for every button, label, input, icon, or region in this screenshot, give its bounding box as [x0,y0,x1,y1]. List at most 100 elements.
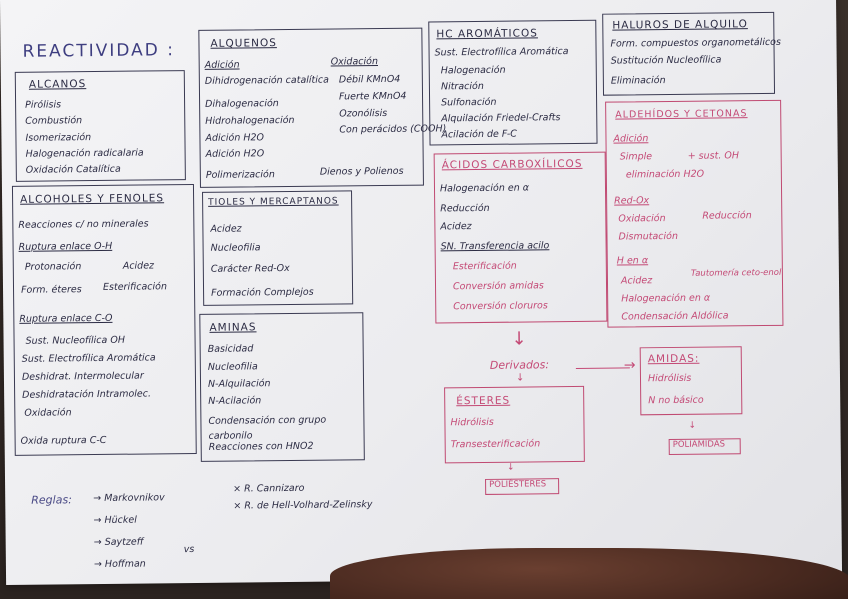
page-title: REACTIVIDAD : [22,40,176,62]
list-item: Oxidación [24,407,72,419]
list-item: Oxidación Catalítica [25,163,121,176]
list-item: Sulfonación [441,96,497,109]
list-item: Hidrohalogenación [205,114,295,127]
list-item: Sust. Nucleofílica OH [25,334,126,347]
derivados-label: Derivados: [489,358,550,372]
acidos-heading: ÁCIDOS CARBOXÍLICOS [441,157,583,172]
fabric-background [330,548,848,599]
list-item: Acidez [620,275,653,287]
poliamidas-label: POLIAMIDAS [672,439,726,450]
list-item: Dihalogenación [205,98,279,110]
list-item: → Hückel [93,514,137,527]
list-item: Conversión amidas [452,280,544,293]
list-item: Acidez [122,260,155,272]
list-item: Reducción [702,210,752,222]
arrow-line [575,367,630,370]
rule-name: Hoffman [104,558,146,570]
list-item: Isomerización [25,132,92,144]
reglas-label: Reglas: [31,493,72,507]
list-item: Ruptura enlace O-H [18,240,113,253]
aminas-heading: AMINAS [209,321,257,334]
list-item: Oxida ruptura C-C [20,434,107,447]
list-item: → Markovnikov [93,492,165,505]
list-item: + sust. OH [687,150,740,162]
list-item: Polimerización [205,169,275,181]
list-item: Deshidrat. Intermolecular [21,370,144,383]
rule-name: Saytzeff [104,536,144,548]
list-item: Ozonólisis [339,107,388,120]
rule-name: Markovnikov [104,492,165,504]
list-item: Form. éteres [20,284,82,296]
list-item: Dienos y Polienos [319,165,404,178]
vs-label: vs [183,543,195,556]
list-item: Protonación [24,261,82,273]
aromaticos-heading: HC AROMÁTICOS [436,27,538,41]
tioles-heading: TIOLES Y MERCAPTANOS [208,196,339,208]
reaction-name: R. de Hell-Volhard-Zelinsky [244,499,373,512]
arrow-down-small-icon: ↓ [515,372,525,384]
list-item: N no básico [648,394,704,407]
list-item: Dihidrogenación catalítica [204,74,329,87]
list-item: Tautomería ceto-enol [690,267,782,279]
list-item: Eliminación [610,75,666,87]
list-item: Red-Ox [614,195,650,207]
list-item: Combustión [25,115,83,127]
list-item: Hidrólisis [450,416,494,429]
list-item: Halogenación en α [621,292,711,305]
list-item: SN. Transferencia acilo [440,240,550,253]
list-item: × R. Cannizaro [233,482,305,495]
poliesteres-label: POLIÉSTERES [489,479,547,490]
list-item: Condensación con grupo carbonilo [208,414,327,442]
list-item: Nitración [440,80,484,93]
list-item: Reacciones c/ no minerales [18,218,149,231]
list-item: Oxidación [618,213,666,225]
alcanos-heading: ALCANOS [28,78,87,91]
list-item: Hidrólisis [647,372,692,385]
list-item: Débil KMnO4 [338,73,401,86]
list-item: Acidez [210,223,242,235]
alquenos-heading: ALQUENOS [210,37,277,50]
list-item: → Hoffman [93,558,146,571]
list-item: N-Alquilación [207,378,271,390]
list-item: Fuerte KMnO4 [338,90,407,103]
reaction-name: R. Cannizaro [244,482,305,495]
list-item: Oxidación [330,56,379,68]
list-item: Reducción [440,202,490,215]
amidas-heading: AMIDAS: [647,352,700,366]
list-item: Halogenación [440,64,506,77]
list-item: Carácter Red-Ox [210,262,290,275]
esteres-heading: ÉSTERES [456,394,511,408]
arrow-down-small-icon: ↓ [506,462,515,473]
list-item: Nucleofilia [207,361,258,373]
list-item: Adición H2O [205,132,265,144]
list-item: Halogenación en α [439,182,530,195]
list-item: Nucleofilia [210,242,261,254]
list-item: Reacciones con HNO2 [208,440,314,453]
list-item: Conversión cloruros [453,300,548,313]
list-item: Sust. Electrofílica Aromática [434,46,569,59]
list-item: Basicidad [207,343,254,355]
list-item: Transesterificación [450,438,541,451]
list-item: Adición [204,59,240,71]
haluros-heading: HALUROS DE ALQUILO [612,18,748,32]
list-item: Adición [613,133,649,145]
list-item: Deshidratación Intramolec. [22,388,152,401]
list-item: × R. de Hell-Volhard-Zelinsky [233,499,373,512]
notes-paper: REACTIVIDAD : ALCANOS Pirólisis Combusti… [0,0,843,585]
alcoholes-heading: ALCOHOLES Y FENOLES [20,192,165,206]
list-item: Halogenación radicalaria [25,147,144,160]
list-item: Sust. Electrofílica Aromática [21,352,156,365]
aldehidos-heading: ALDEHÍDOS Y CETONAS [615,108,748,121]
list-item: Esterificación [452,260,517,273]
acidos-box [433,151,608,324]
list-item: Dismutación [618,230,678,243]
list-item: eliminación H2O [625,168,705,181]
list-item: Adición H2O [205,148,265,160]
list-item: H en α [616,255,649,267]
list-item: Alquilación Friedel-Crafts [441,112,561,125]
list-item: Pirólisis [25,99,62,111]
list-item: Acilación de F-C [441,128,517,141]
list-item: Simple [619,151,653,163]
list-item: Acidez [440,221,472,233]
